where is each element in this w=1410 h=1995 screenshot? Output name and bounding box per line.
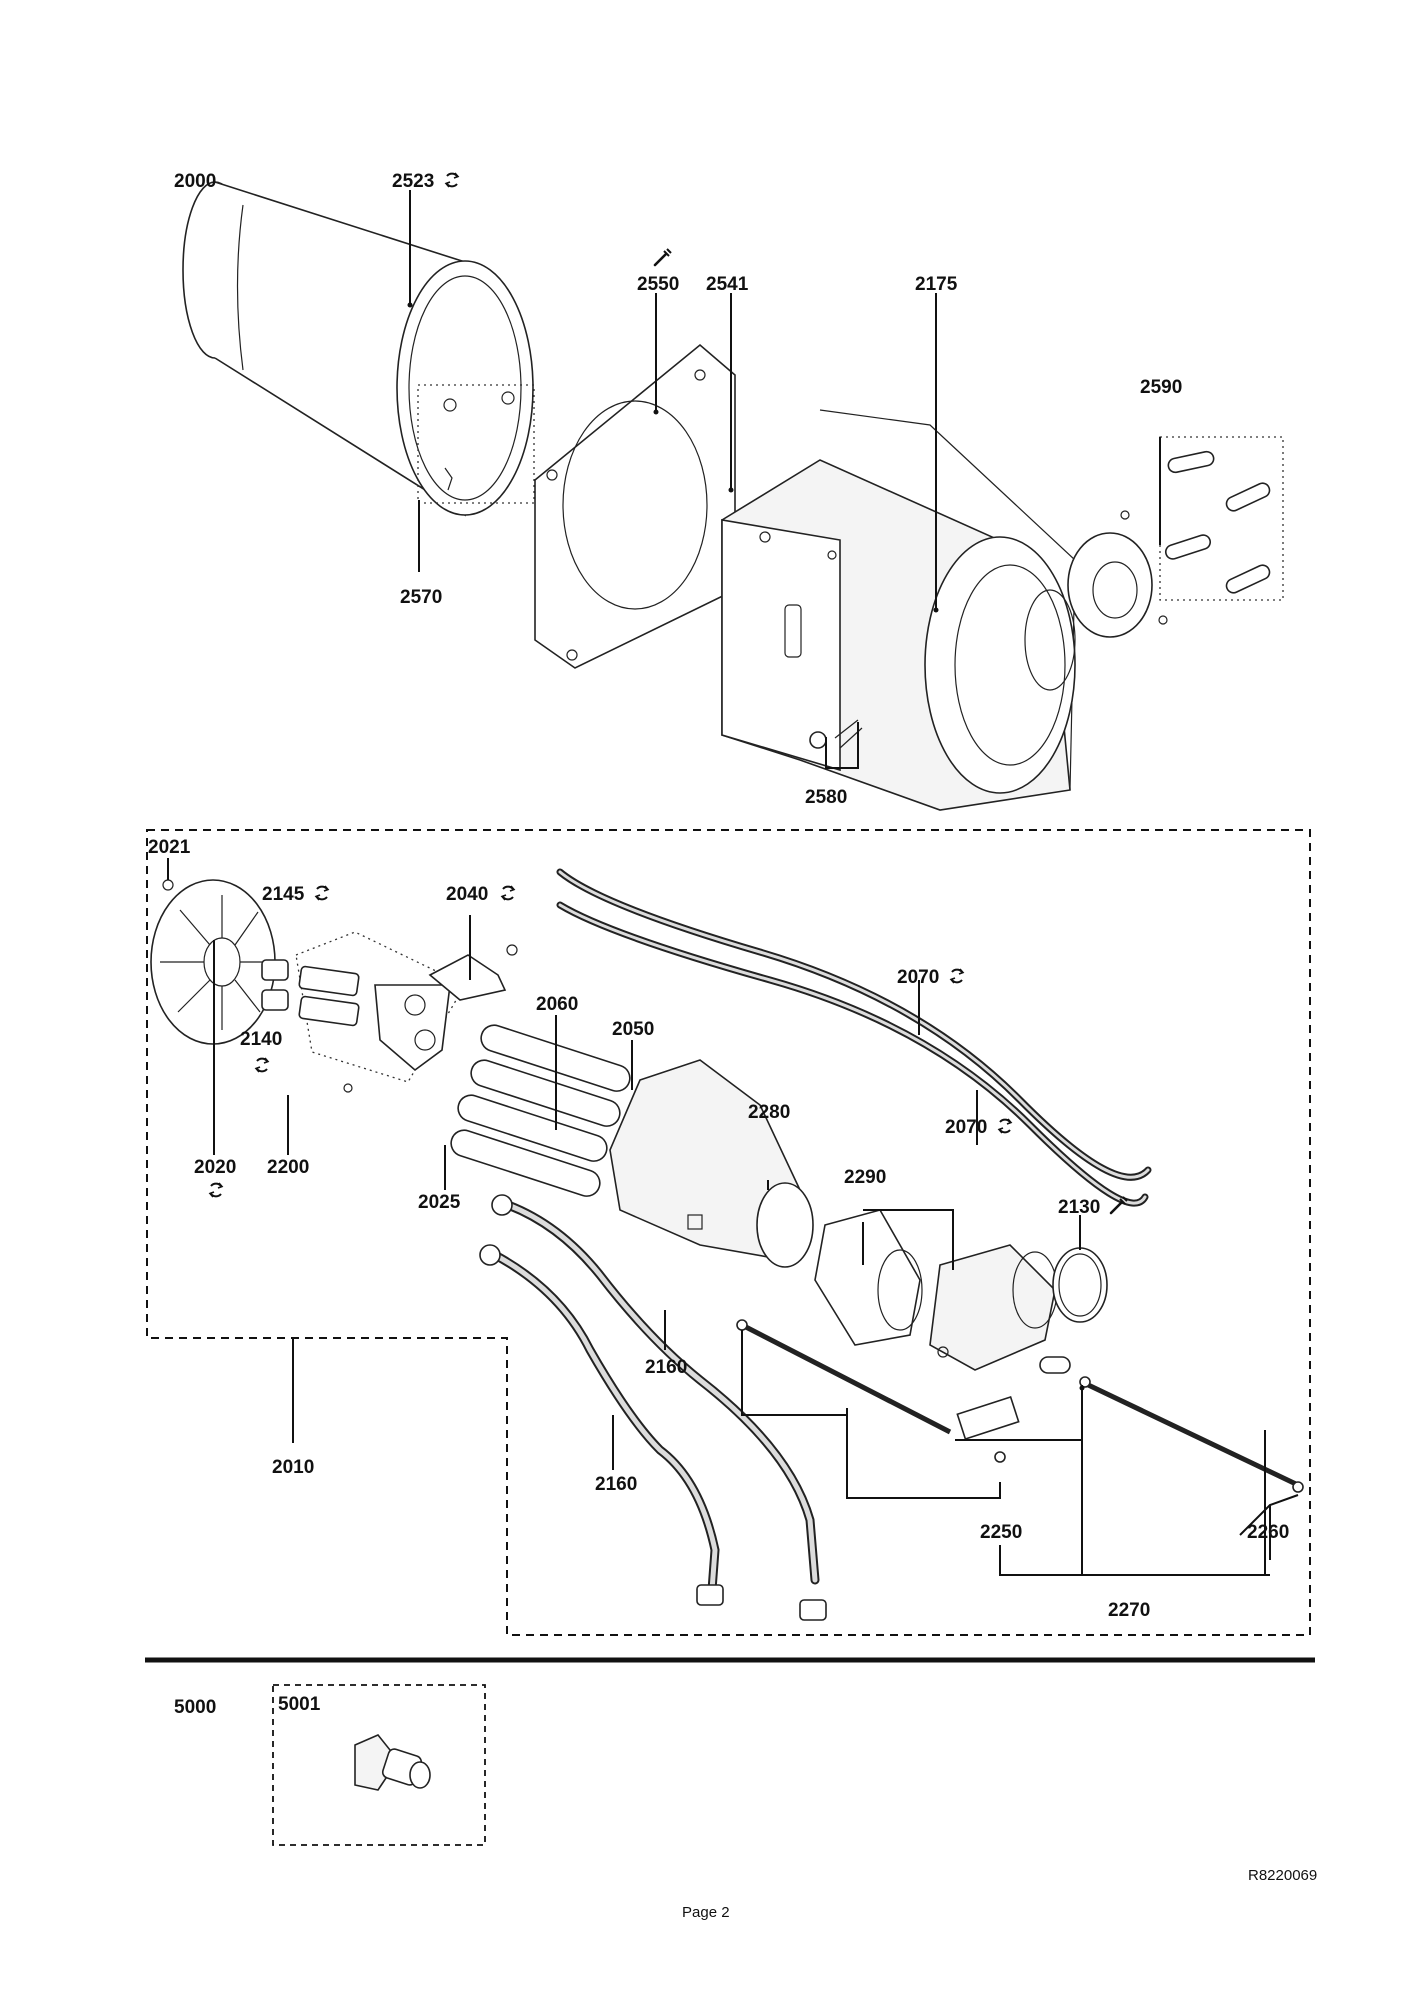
callout-2160-lower: 2160 — [595, 1474, 637, 1495]
sleeve-2290 — [814, 1209, 923, 1346]
callout-2040: 2040 — [446, 884, 488, 905]
page-label: Page 2 — [682, 1904, 730, 1921]
replacement-icon — [315, 885, 329, 901]
callout-2020: 2020 — [194, 1157, 236, 1178]
callout-2070-bottom: 2070 — [945, 1117, 987, 1138]
wrench-icon — [653, 247, 673, 267]
callout-2270: 2270 — [1108, 1600, 1150, 1621]
callout-2523: 2523 — [392, 171, 434, 192]
callout-2200: 2200 — [267, 1157, 309, 1178]
callout-2280: 2280 — [748, 1102, 790, 1123]
ignition-cables-2070 — [556, 868, 1152, 1207]
replacement-icon — [998, 1118, 1012, 1134]
rods-2250-2260 — [736, 1319, 1304, 1493]
callout-2000: 2000 — [174, 171, 216, 192]
bracket-2040 — [428, 944, 518, 1001]
electrode-group-2200 — [261, 931, 466, 1093]
tubes-2050-2060 — [450, 1024, 631, 1197]
callout-2590: 2590 — [1140, 377, 1182, 398]
callout-2140: 2140 — [240, 1029, 282, 1050]
callout-2550: 2550 — [637, 274, 679, 295]
nozzle-block-2280 — [609, 1059, 814, 1268]
callout-2025: 2025 — [418, 1192, 461, 1213]
kit-box-5001 — [272, 1684, 486, 1846]
callout-2060: 2060 — [536, 994, 578, 1015]
callout-2580: 2580 — [805, 787, 847, 808]
dotted-group-2590 — [1159, 436, 1284, 601]
callout-2070-top: 2070 — [897, 967, 939, 988]
callout-2570: 2570 — [400, 587, 442, 608]
nozzle-holder — [929, 1244, 1058, 1371]
callout-2250: 2250 — [980, 1522, 1022, 1543]
blast-tube-2000 — [182, 181, 534, 517]
dotted-group-2570 — [417, 384, 535, 504]
callout-2541: 2541 — [706, 274, 749, 295]
flange-part — [1067, 510, 1168, 638]
o-ring-2130 — [1052, 1247, 1108, 1323]
replacement-icon — [950, 968, 964, 984]
callout-2175: 2175 — [915, 274, 958, 295]
callout-2160-upper: 2160 — [645, 1357, 687, 1378]
callout-2145: 2145 — [262, 884, 305, 905]
replacement-icon — [255, 1057, 269, 1073]
callout-2260: 2260 — [1247, 1522, 1289, 1543]
callout-2021: 2021 — [148, 837, 191, 858]
nipple-fitting-5001 — [354, 1734, 431, 1791]
callout-2290: 2290 — [844, 1167, 886, 1188]
gasket-2550 — [534, 343, 736, 669]
group-2010-outline — [146, 829, 1311, 1636]
callout-2010: 2010 — [272, 1457, 314, 1478]
callout-2050: 2050 — [612, 1019, 654, 1040]
replacement-icon — [501, 885, 515, 901]
replacement-icon — [445, 172, 459, 188]
drawing-reference: R8220069 — [1248, 1867, 1317, 1884]
callout-5001: 5001 — [278, 1694, 321, 1715]
callout-5000: 5000 — [174, 1697, 216, 1718]
callout-2130: 2130 — [1058, 1197, 1100, 1218]
replacement-icon — [209, 1182, 223, 1198]
housing-2175 — [721, 409, 1076, 811]
